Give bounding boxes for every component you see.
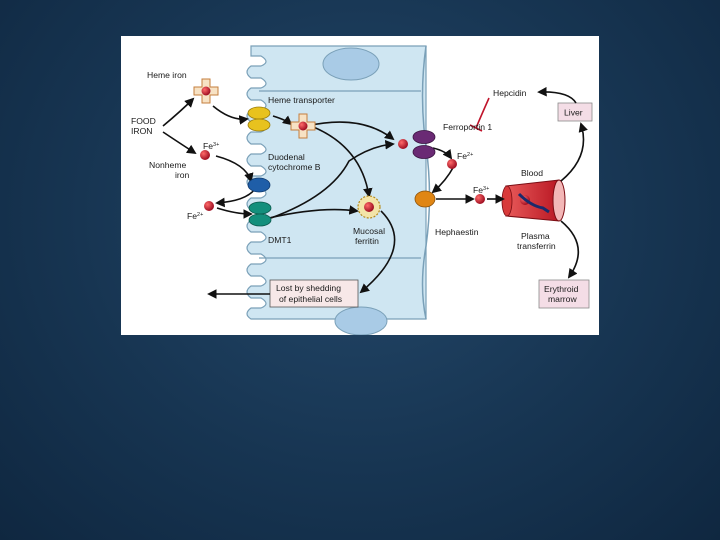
hepcidin-label: Hepcidin <box>493 88 527 98</box>
hephaestin-protein <box>415 191 435 207</box>
nonheme-label-1: Nonheme <box>149 160 186 170</box>
liver-label: Liver <box>564 108 583 118</box>
blood-vessel <box>502 180 565 221</box>
blood-label: Blood <box>521 168 543 178</box>
ferroportin-label: Ferroportin 1 <box>443 122 492 132</box>
erythroid-label-2: marrow <box>548 294 577 304</box>
plasma-transferrin-label-1: Plasma <box>521 231 550 241</box>
fe3-left-label: Fe3+ <box>203 141 219 151</box>
erythroid-label-1: Erythroid <box>544 284 579 294</box>
hephaestin-label: Hephaestin <box>435 227 479 237</box>
nonheme-label-2: iron <box>175 170 190 180</box>
duodenal-label-1: Duodenal <box>268 152 305 162</box>
fe3-right-label: Fe3+ <box>473 185 489 195</box>
iron-absorption-diagram: Liver Erythroid marrow Lost by shedding … <box>121 36 599 335</box>
fe2-right-label: Fe2+ <box>457 151 473 161</box>
fe2-left-label: Fe2+ <box>187 211 203 221</box>
mucosal-ferritin-label-2: ferritin <box>355 236 379 246</box>
food-iron-label-2: IRON <box>131 126 152 136</box>
heme-iron-label: Heme iron <box>147 70 187 80</box>
heme-transporter-label: Heme transporter <box>268 95 335 105</box>
duodenal-label-2: cytochrome B <box>268 162 321 172</box>
dmt1-label: DMT1 <box>268 235 292 245</box>
mucosal-ferritin-label-1: Mucosal <box>353 226 385 236</box>
shedding-label-1: Lost by shedding <box>276 283 341 293</box>
heme-iron-cross <box>194 79 218 103</box>
mucosal-ferritin <box>358 196 380 218</box>
food-iron-label-1: FOOD <box>131 116 156 126</box>
plasma-transferrin-label-2: transferrin <box>517 241 556 251</box>
shedding-label-2: of epithelial cells <box>279 294 342 304</box>
cytochrome-b-protein <box>248 178 270 192</box>
